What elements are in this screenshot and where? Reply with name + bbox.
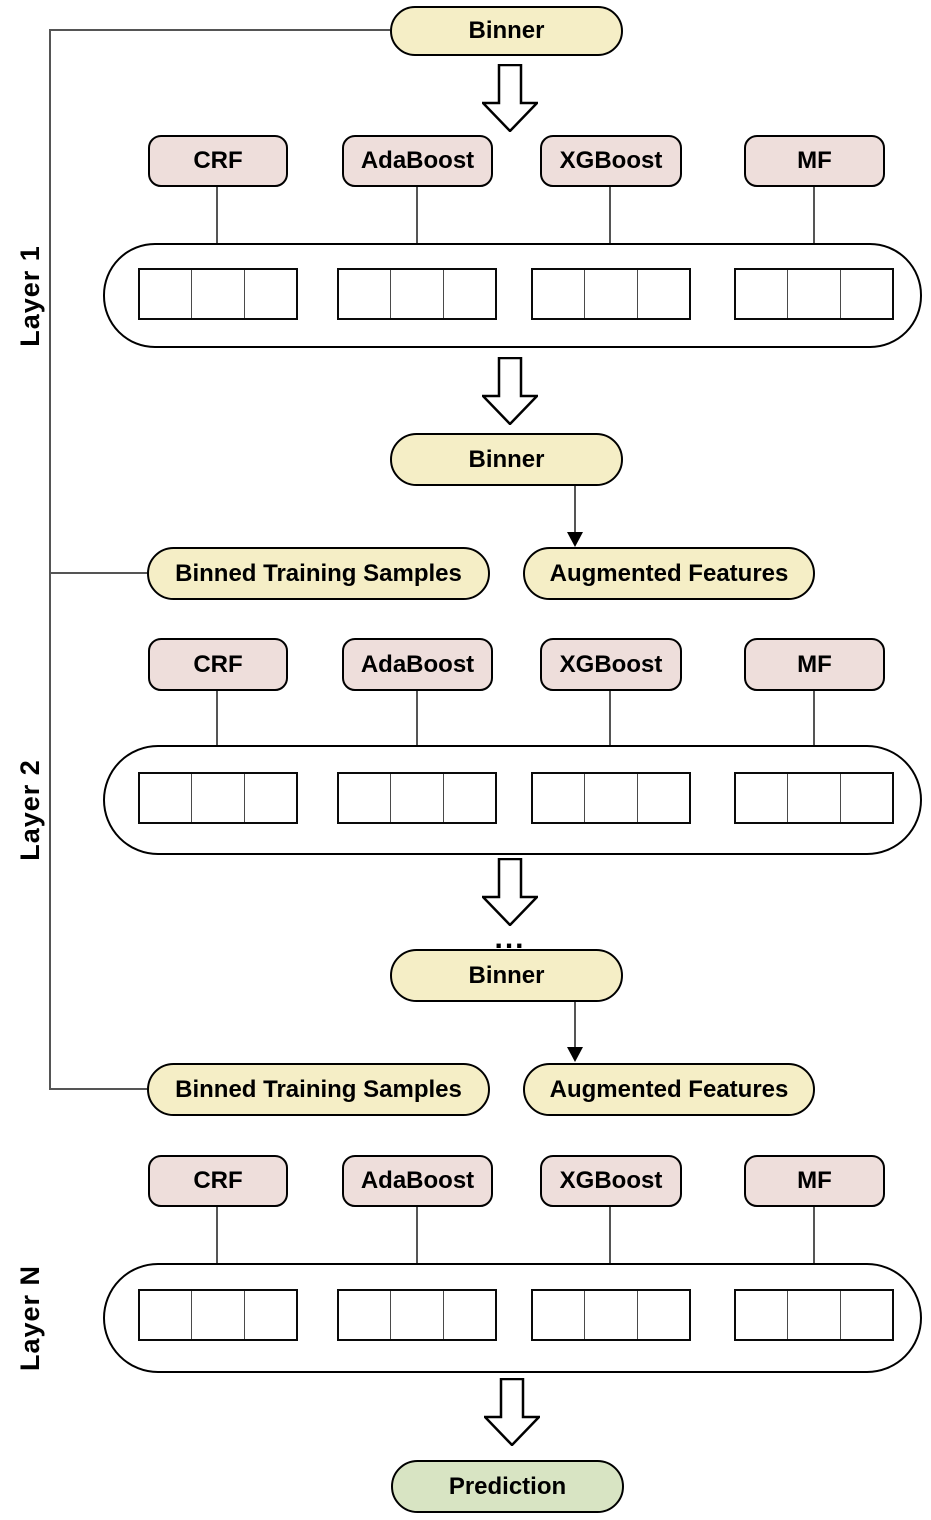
bin-cell bbox=[191, 1291, 243, 1339]
bin-cell bbox=[191, 270, 243, 318]
connector-line bbox=[216, 187, 218, 251]
model-box-crf-layer2: CRF bbox=[148, 638, 288, 691]
connector-line bbox=[416, 691, 418, 757]
bin-cell bbox=[339, 270, 390, 318]
bin-cell bbox=[636, 270, 689, 318]
bin-cell bbox=[787, 774, 839, 822]
bin-cell bbox=[390, 1291, 442, 1339]
bin-cell bbox=[787, 1291, 839, 1339]
bin-cell bbox=[390, 774, 442, 822]
binned-training-samples-node-1: Binned Training Samples bbox=[147, 547, 490, 600]
bin-vector bbox=[138, 772, 298, 824]
bin-cell bbox=[339, 774, 390, 822]
feedback-rail-branch-top bbox=[50, 29, 390, 31]
bin-cell bbox=[442, 1291, 495, 1339]
connector-line bbox=[574, 486, 576, 533]
bin-vector bbox=[138, 1289, 298, 1341]
model-box-adaboost-layer1: AdaBoost bbox=[342, 135, 493, 187]
down-arrow-icon bbox=[484, 1378, 540, 1446]
connector-line bbox=[416, 187, 418, 251]
bin-cell bbox=[140, 1291, 191, 1339]
layer-1-label: Layer 1 bbox=[14, 245, 45, 347]
bin-vector bbox=[734, 772, 894, 824]
down-arrow-icon bbox=[482, 357, 538, 425]
feedback-rail-vertical-line bbox=[49, 29, 51, 1090]
binner-node-lower: Binner bbox=[390, 949, 623, 1002]
model-box-xgboost-layern: XGBoost bbox=[540, 1155, 682, 1207]
bin-cell bbox=[339, 1291, 390, 1339]
bin-cell bbox=[584, 774, 636, 822]
augmented-features-node-2: Augmented Features bbox=[523, 1063, 815, 1116]
connector-line bbox=[813, 691, 815, 757]
bin-cell bbox=[243, 270, 296, 318]
bin-cell bbox=[839, 270, 892, 318]
bin-cell bbox=[736, 1291, 787, 1339]
bin-cell bbox=[390, 270, 442, 318]
model-box-xgboost-layer2: XGBoost bbox=[540, 638, 682, 691]
feedback-rail-branch-middle bbox=[50, 572, 147, 574]
model-box-mf-layern: MF bbox=[744, 1155, 885, 1207]
arrowhead-icon bbox=[567, 532, 583, 547]
bin-cell bbox=[787, 270, 839, 318]
bin-cell bbox=[636, 1291, 689, 1339]
model-box-mf-layer1: MF bbox=[744, 135, 885, 187]
bin-vector bbox=[734, 268, 894, 320]
connector-line bbox=[216, 1207, 218, 1273]
prediction-node: Prediction bbox=[391, 1460, 624, 1513]
bin-cell bbox=[191, 774, 243, 822]
bin-vector bbox=[337, 1289, 497, 1341]
bin-vector bbox=[734, 1289, 894, 1341]
ellipsis-label: ... bbox=[494, 922, 526, 955]
connector-line bbox=[813, 187, 815, 251]
model-box-crf-layern: CRF bbox=[148, 1155, 288, 1207]
down-arrow-icon bbox=[482, 858, 538, 926]
bin-vector bbox=[337, 268, 497, 320]
model-box-adaboost-layern: AdaBoost bbox=[342, 1155, 493, 1207]
binned-training-samples-node-2: Binned Training Samples bbox=[147, 1063, 490, 1116]
layer-n-label: Layer N bbox=[14, 1264, 45, 1372]
bin-cell bbox=[533, 774, 584, 822]
bin-vector bbox=[531, 268, 691, 320]
connector-line bbox=[574, 1002, 576, 1048]
bin-cell bbox=[636, 774, 689, 822]
bin-cell bbox=[243, 774, 296, 822]
bin-cell bbox=[736, 774, 787, 822]
bin-cell bbox=[584, 270, 636, 318]
bin-cell bbox=[243, 1291, 296, 1339]
connector-line bbox=[609, 187, 611, 251]
connector-line bbox=[416, 1207, 418, 1273]
bin-cell bbox=[533, 270, 584, 318]
bin-cell bbox=[140, 270, 191, 318]
model-box-crf-layer1: CRF bbox=[148, 135, 288, 187]
bin-cell bbox=[584, 1291, 636, 1339]
bin-vector bbox=[138, 268, 298, 320]
model-box-mf-layer2: MF bbox=[744, 638, 885, 691]
model-box-adaboost-layer2: AdaBoost bbox=[342, 638, 493, 691]
bin-cell bbox=[736, 270, 787, 318]
bin-vector bbox=[531, 1289, 691, 1341]
arrowhead-icon bbox=[567, 1047, 583, 1062]
layer-2-label: Layer 2 bbox=[14, 759, 45, 861]
connector-line bbox=[609, 1207, 611, 1273]
bin-vector bbox=[531, 772, 691, 824]
bin-cell bbox=[140, 774, 191, 822]
model-box-xgboost-layer1: XGBoost bbox=[540, 135, 682, 187]
connector-line bbox=[216, 691, 218, 757]
bin-cell bbox=[839, 774, 892, 822]
bin-vector bbox=[337, 772, 497, 824]
down-arrow-icon bbox=[482, 64, 538, 132]
binner-node-top: Binner bbox=[390, 6, 623, 56]
bin-cell bbox=[442, 774, 495, 822]
connector-line bbox=[609, 691, 611, 757]
bin-cell bbox=[533, 1291, 584, 1339]
augmented-features-node-1: Augmented Features bbox=[523, 547, 815, 600]
bin-cell bbox=[442, 270, 495, 318]
connector-line bbox=[813, 1207, 815, 1273]
bin-cell bbox=[839, 1291, 892, 1339]
binner-node-middle: Binner bbox=[390, 433, 623, 486]
feedback-rail-branch-bottom bbox=[50, 1088, 147, 1090]
